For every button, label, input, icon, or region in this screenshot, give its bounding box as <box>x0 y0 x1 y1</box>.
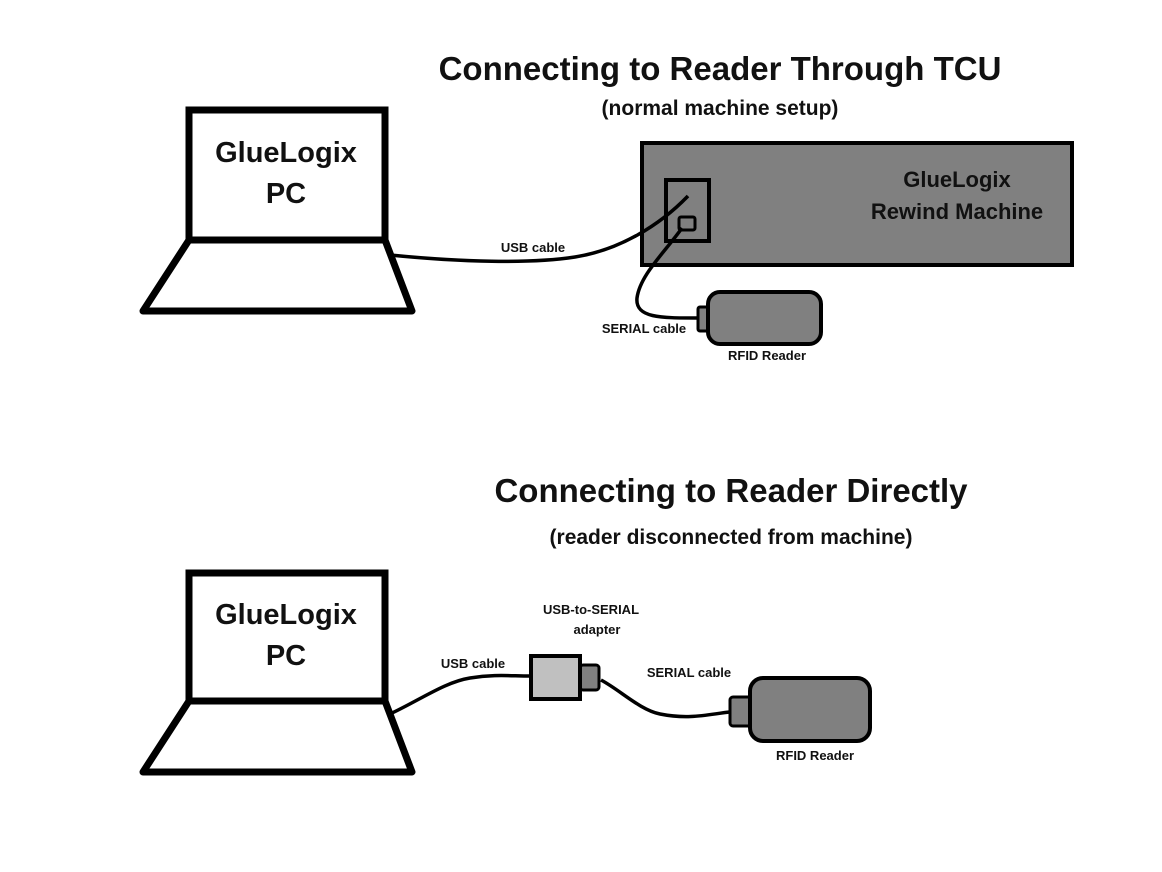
serial-cable-1 <box>635 226 699 320</box>
reader-body <box>706 290 823 346</box>
usb-cable-label-2: USB cable <box>441 656 505 671</box>
adapter-label-line1: USB-to-SERIAL <box>543 602 639 617</box>
machine-body <box>640 141 1074 267</box>
serial-cable-label-1: SERIAL cable <box>602 321 686 336</box>
serial-port <box>677 215 697 232</box>
rfid-reader-1: RFID Reader <box>696 290 823 363</box>
machine-label-line2: Rewind Machine <box>871 199 1043 224</box>
reader-label-1: RFID Reader <box>728 348 806 363</box>
reader-body <box>748 676 872 743</box>
diagram1-title: Connecting to Reader Through TCU <box>439 50 1002 87</box>
serial-cable-2 <box>600 678 731 719</box>
pc-label-line2: PC <box>266 178 306 210</box>
laptop-screen <box>185 106 389 244</box>
rfid-reader-2: RFID Reader <box>728 676 872 763</box>
usb-cable-label-1: USB cable <box>501 240 565 255</box>
diagram2-title: Connecting to Reader Directly <box>494 472 968 509</box>
laptop-pc-2: GlueLogix PC <box>139 569 416 776</box>
reader-label-2: RFID Reader <box>776 748 854 763</box>
diagram2-subtitle: (reader disconnected from machine) <box>550 526 913 549</box>
laptop-base <box>139 697 416 776</box>
rewind-machine: GlueLogix Rewind Machine <box>640 141 1074 267</box>
adapter-label-line2: adapter <box>574 622 621 637</box>
laptop-screen <box>185 569 389 705</box>
pc-label-line1: GlueLogix <box>215 137 357 169</box>
pc-label-line1: GlueLogix <box>215 599 357 631</box>
usb-cable-1 <box>389 194 690 264</box>
pc-label-line2: PC <box>266 640 306 672</box>
machine-label-line1: GlueLogix <box>903 167 1011 192</box>
adapter-plug <box>578 663 601 692</box>
laptop-pc-1: GlueLogix PC <box>139 106 416 315</box>
serial-cable-label-2: SERIAL cable <box>647 665 731 680</box>
diagram1-subtitle: (normal machine setup) <box>602 97 839 120</box>
usb-to-serial-adapter: USB-to-SERIAL adapter <box>529 602 639 701</box>
usb-cable-2 <box>389 673 531 716</box>
laptop-base <box>139 236 416 315</box>
adapter-body <box>529 654 582 701</box>
